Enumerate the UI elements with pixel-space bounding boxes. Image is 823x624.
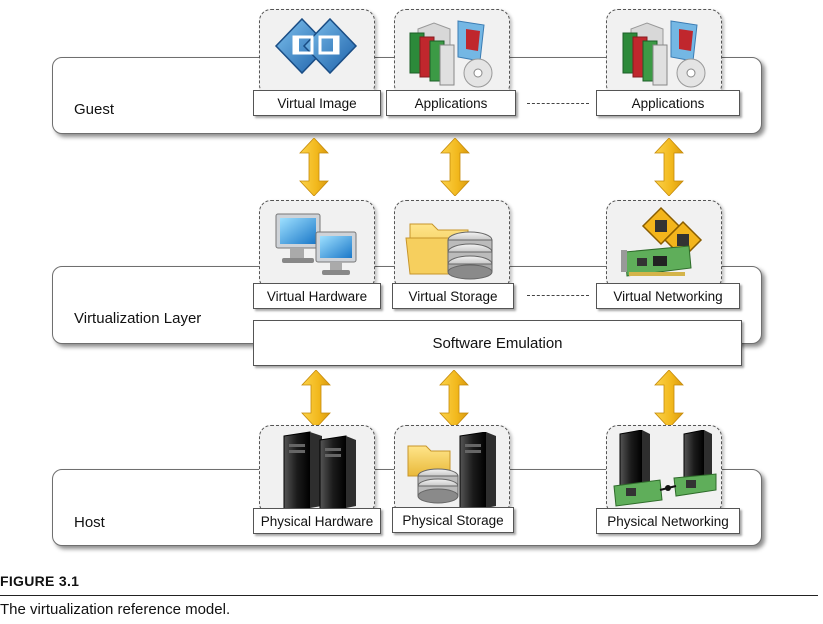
applications-icon	[409, 20, 493, 88]
virtualization-layer-label: Virtualization Layer	[74, 310, 202, 327]
guest-virt-arrow-1	[299, 138, 329, 196]
figure-title: FIGURE 3.1	[0, 573, 80, 589]
software-emulation-bar: Software Emulation	[253, 320, 742, 366]
guest-dashed-connector	[527, 103, 589, 104]
guest-virt-arrow-3	[654, 138, 684, 196]
virtual-image-icon	[274, 17, 358, 75]
storage-server-icon	[407, 432, 496, 511]
guest-virt-arrow-2	[440, 138, 470, 196]
monitors-icon	[275, 213, 357, 275]
network-servers-icon	[613, 430, 717, 507]
server-tower-icon	[283, 431, 356, 511]
applications-label-1: Applications	[386, 90, 516, 116]
physical-storage-label: Physical Storage	[392, 507, 514, 533]
virt-host-arrow-3	[654, 370, 684, 428]
guest-layer-label: Guest	[74, 101, 115, 118]
virt-host-arrow-1	[301, 370, 331, 428]
figure-caption: The virtualization reference model.	[0, 601, 231, 618]
folder-disks-icon	[405, 223, 493, 280]
applications-icon-2	[622, 20, 706, 88]
host-layer-label: Host	[74, 514, 105, 531]
network-card-icon	[621, 206, 703, 277]
virtual-storage-label: Virtual Storage	[392, 283, 514, 309]
virt-dashed-connector	[527, 295, 589, 296]
figure-divider	[0, 595, 818, 596]
virtual-image-label: Virtual Image	[253, 90, 381, 116]
physical-hardware-label: Physical Hardware	[253, 508, 381, 534]
virt-host-arrow-2	[439, 370, 469, 428]
virtual-networking-label: Virtual Networking	[596, 283, 740, 309]
virtual-hardware-label: Virtual Hardware	[253, 283, 381, 309]
physical-networking-label: Physical Networking	[596, 508, 740, 534]
applications-label-2: Applications	[596, 90, 740, 116]
